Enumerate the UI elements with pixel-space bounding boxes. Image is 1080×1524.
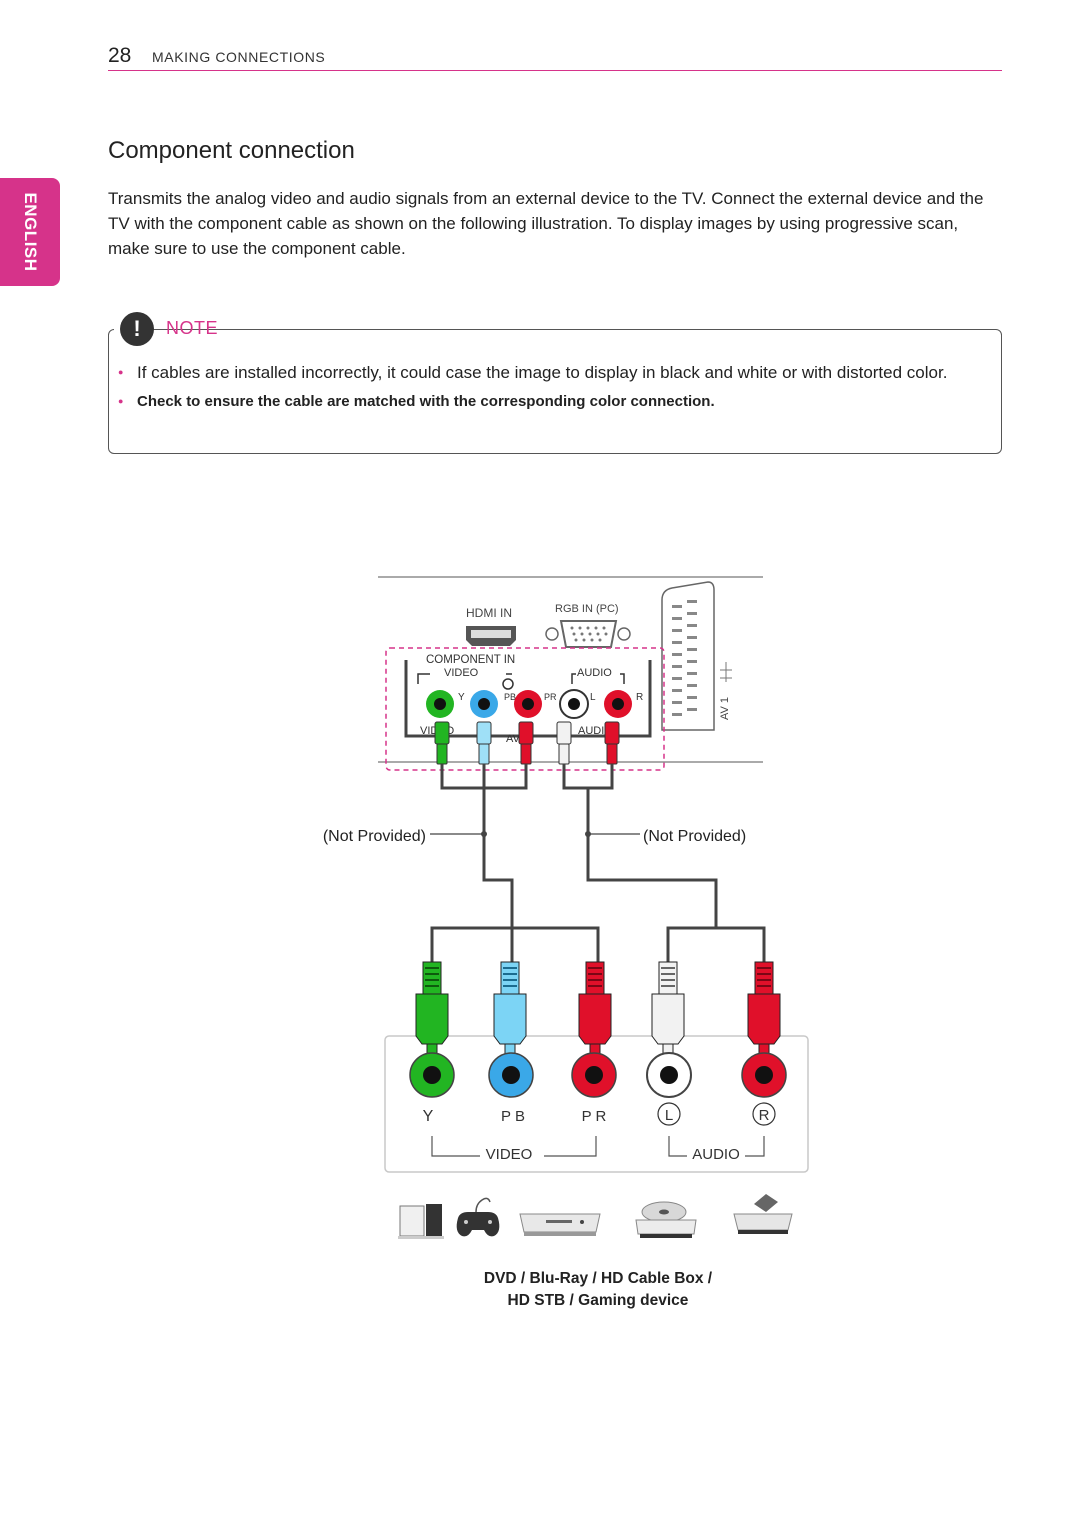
- cable-wires: [430, 764, 766, 964]
- rgb-label: RGB IN (PC): [555, 603, 619, 615]
- component-in-label: COMPONENT IN: [426, 654, 515, 666]
- scart-port-icon: [661, 581, 715, 731]
- section-title: Component connection: [108, 137, 355, 164]
- note-list: If cables are installed incorrectly, it …: [118, 360, 988, 414]
- device-jack-l: [646, 1052, 692, 1098]
- device-jack-r: [741, 1052, 787, 1098]
- scart-label: AV 1: [719, 697, 731, 720]
- dvd-player-icon: [519, 1213, 601, 1236]
- tv-jack-pr: [514, 690, 542, 718]
- game-console-icon: [398, 1204, 444, 1239]
- port-r-label: R: [636, 692, 643, 703]
- tv-jack-pb: [470, 690, 498, 718]
- tv-back-panel: HDMI IN RGB IN (PC): [378, 576, 763, 771]
- device-port-label: Y: [423, 1108, 434, 1125]
- device-jack-pr: [571, 1052, 617, 1098]
- not-provided-label-right: (Not Provided): [643, 828, 746, 845]
- not-provided-label-left: (Not Provided): [323, 828, 426, 845]
- gamepad-icon: [456, 1197, 500, 1237]
- bluray-player-icon: [635, 1201, 697, 1238]
- port-l-label: L: [590, 692, 596, 703]
- port-pb-label: PB: [504, 692, 516, 702]
- exclamation-icon: !: [120, 312, 154, 346]
- audio-lower-label: AUDIO: [578, 725, 613, 737]
- hdmi-label: HDMI IN: [466, 606, 512, 620]
- device-jack-pb: [488, 1052, 534, 1098]
- page-number: 28: [108, 44, 132, 67]
- device-plug-y: [415, 961, 449, 1061]
- device-plug-pb: [493, 961, 527, 1061]
- caption-line-2: HD STB / Gaming device: [507, 1292, 689, 1309]
- device-plug-r: [747, 961, 781, 1061]
- video-upper-label: VIDEO: [444, 667, 479, 679]
- note-box: [108, 329, 1002, 454]
- note-header: ! NOTE: [114, 312, 218, 346]
- note-label: NOTE: [166, 318, 219, 338]
- intro-paragraph: Transmits the analog video and audio sig…: [108, 189, 984, 258]
- vga-port-icon: [545, 620, 631, 648]
- tv-plug-r: [604, 721, 620, 765]
- device-port-label: P R: [582, 1108, 607, 1125]
- set-top-box-icon: [733, 1194, 793, 1234]
- tv-plug-pr: [518, 721, 534, 765]
- tv-jack-y: [426, 690, 454, 718]
- port-pr-label: PR: [544, 692, 557, 702]
- note-item: Check to ensure the cable are matched wi…: [118, 389, 988, 414]
- port-y-label: Y: [458, 692, 465, 703]
- device-plug-l: [651, 961, 685, 1061]
- audio-upper-label: AUDIO: [577, 667, 612, 679]
- language-tab: ENGLISH: [0, 178, 60, 286]
- page-header: 28 MAKING CONNECTIONS: [108, 44, 1002, 71]
- device-audio-label: AUDIO: [692, 1146, 740, 1163]
- device-video-label: VIDEO: [486, 1146, 533, 1163]
- hdmi-port-icon: [466, 626, 516, 646]
- device-port-label: P B: [501, 1108, 525, 1125]
- tv-plug-pb: [476, 721, 492, 765]
- device-plug-pr: [578, 961, 612, 1061]
- tv-plug-y: [434, 721, 450, 765]
- device-port-label: L: [665, 1107, 673, 1124]
- tv-jack-l: [559, 689, 589, 719]
- tv-plug-l: [556, 721, 572, 765]
- caption-line-1: DVD / Blu-Ray / HD Cable Box /: [483, 1270, 713, 1287]
- device-port-label: R: [759, 1107, 770, 1124]
- tv-jack-r: [604, 690, 632, 718]
- device-jack-y: [409, 1052, 455, 1098]
- device-caption: DVD / Blu-Ray / HD Cable Box / HD STB / …: [420, 1268, 776, 1312]
- note-item: If cables are installed incorrectly, it …: [118, 360, 988, 385]
- section-name: MAKING CONNECTIONS: [152, 49, 326, 65]
